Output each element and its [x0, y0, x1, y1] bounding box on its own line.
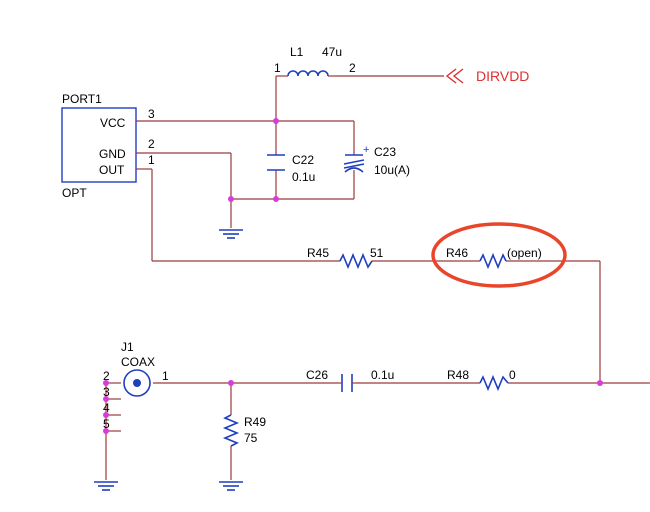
inductor-symbol	[287, 70, 329, 77]
port1-body	[61, 107, 137, 183]
l1-ref: L1	[290, 45, 304, 59]
ground-1	[219, 229, 243, 239]
resistor-r45[interactable]: R45 51	[307, 246, 384, 270]
j1-value: COAX	[121, 355, 155, 369]
dirvdd-label: DIRVDD	[476, 68, 529, 84]
j1-pin-3: 3	[103, 385, 110, 399]
c23-hatch-2	[343, 163, 365, 169]
port1-ref: PORT1	[62, 92, 102, 106]
junctions	[103, 118, 603, 434]
port1-pin3: 3	[148, 107, 155, 121]
r49-value: 75	[244, 431, 258, 445]
c22-ref: C22	[292, 153, 314, 167]
l1-value: 47u	[322, 45, 342, 59]
c23-value: 10u(A)	[374, 163, 410, 177]
junction-dot	[103, 412, 109, 418]
port1-value: OPT	[62, 186, 87, 200]
c23-hatch-1	[343, 159, 365, 165]
j1-pin-2: 2	[103, 369, 110, 383]
r49-zigzag	[222, 414, 240, 447]
l1-pin1: 1	[274, 61, 281, 75]
junction-dot	[597, 380, 603, 386]
resistor-r48[interactable]: R48 0	[447, 368, 516, 392]
coax-j1[interactable]: J1 COAX 1 2 3 4 5	[103, 340, 169, 431]
power-arrow-icon	[445, 68, 464, 84]
c26-ref: C26	[306, 368, 328, 382]
r46-zigzag	[479, 252, 507, 270]
r45-zigzag	[339, 252, 373, 270]
capacitor-c23[interactable]: + C23 10u(A)	[343, 144, 410, 177]
r48-ref: R48	[447, 368, 469, 382]
c23-ref: C23	[374, 145, 396, 159]
port1-pin2: 2	[148, 137, 155, 151]
junction-dot	[103, 396, 109, 402]
junction-dot	[228, 380, 234, 386]
c23-plate-curved	[344, 167, 364, 173]
c22-value: 0.1u	[292, 170, 315, 184]
r46-ref: R46	[446, 246, 468, 260]
wires	[105, 75, 650, 480]
r48-zigzag	[479, 374, 509, 392]
junction-dot	[273, 196, 279, 202]
j1-center-pin: 1	[162, 369, 169, 383]
coax-center-icon	[133, 379, 141, 387]
r49-ref: R49	[244, 415, 266, 429]
port1[interactable]: PORT1 OPT VCC GND OUT 3 2 1	[61, 92, 155, 200]
r45-ref: R45	[307, 246, 329, 260]
highlight-ellipse	[431, 222, 567, 288]
junction-dot	[228, 196, 234, 202]
resistor-r46[interactable]: R46 (open)	[431, 222, 567, 288]
capacitor-c22[interactable]: C22 0.1u	[267, 153, 315, 184]
power-port-dirvdd[interactable]: DIRVDD	[445, 68, 529, 84]
c23-polarity: +	[363, 144, 369, 156]
resistor-r49[interactable]: R49 75	[222, 414, 266, 447]
j1-pin-5: 5	[103, 417, 110, 431]
junction-dot	[273, 118, 279, 124]
r48-value: 0	[509, 368, 516, 382]
port1-out-label: OUT	[99, 163, 125, 177]
r45-value: 51	[370, 246, 384, 260]
capacitor-c26[interactable]: C26 0.1u	[306, 368, 394, 392]
c26-value: 0.1u	[371, 368, 394, 382]
l1-pin2: 2	[349, 61, 356, 75]
j1-pin-4: 4	[103, 401, 110, 415]
port1-vcc-label: VCC	[100, 116, 126, 130]
junction-dot	[103, 428, 109, 434]
ground-2	[94, 481, 118, 491]
port1-pin1: 1	[148, 153, 155, 167]
r46-value: (open)	[507, 246, 542, 260]
j1-ref: J1	[121, 340, 134, 354]
junction-dot	[103, 380, 109, 386]
ground-3	[219, 481, 243, 491]
port1-gnd-label: GND	[99, 147, 126, 161]
inductor-l1[interactable]: L1 47u 1 2	[274, 45, 356, 77]
